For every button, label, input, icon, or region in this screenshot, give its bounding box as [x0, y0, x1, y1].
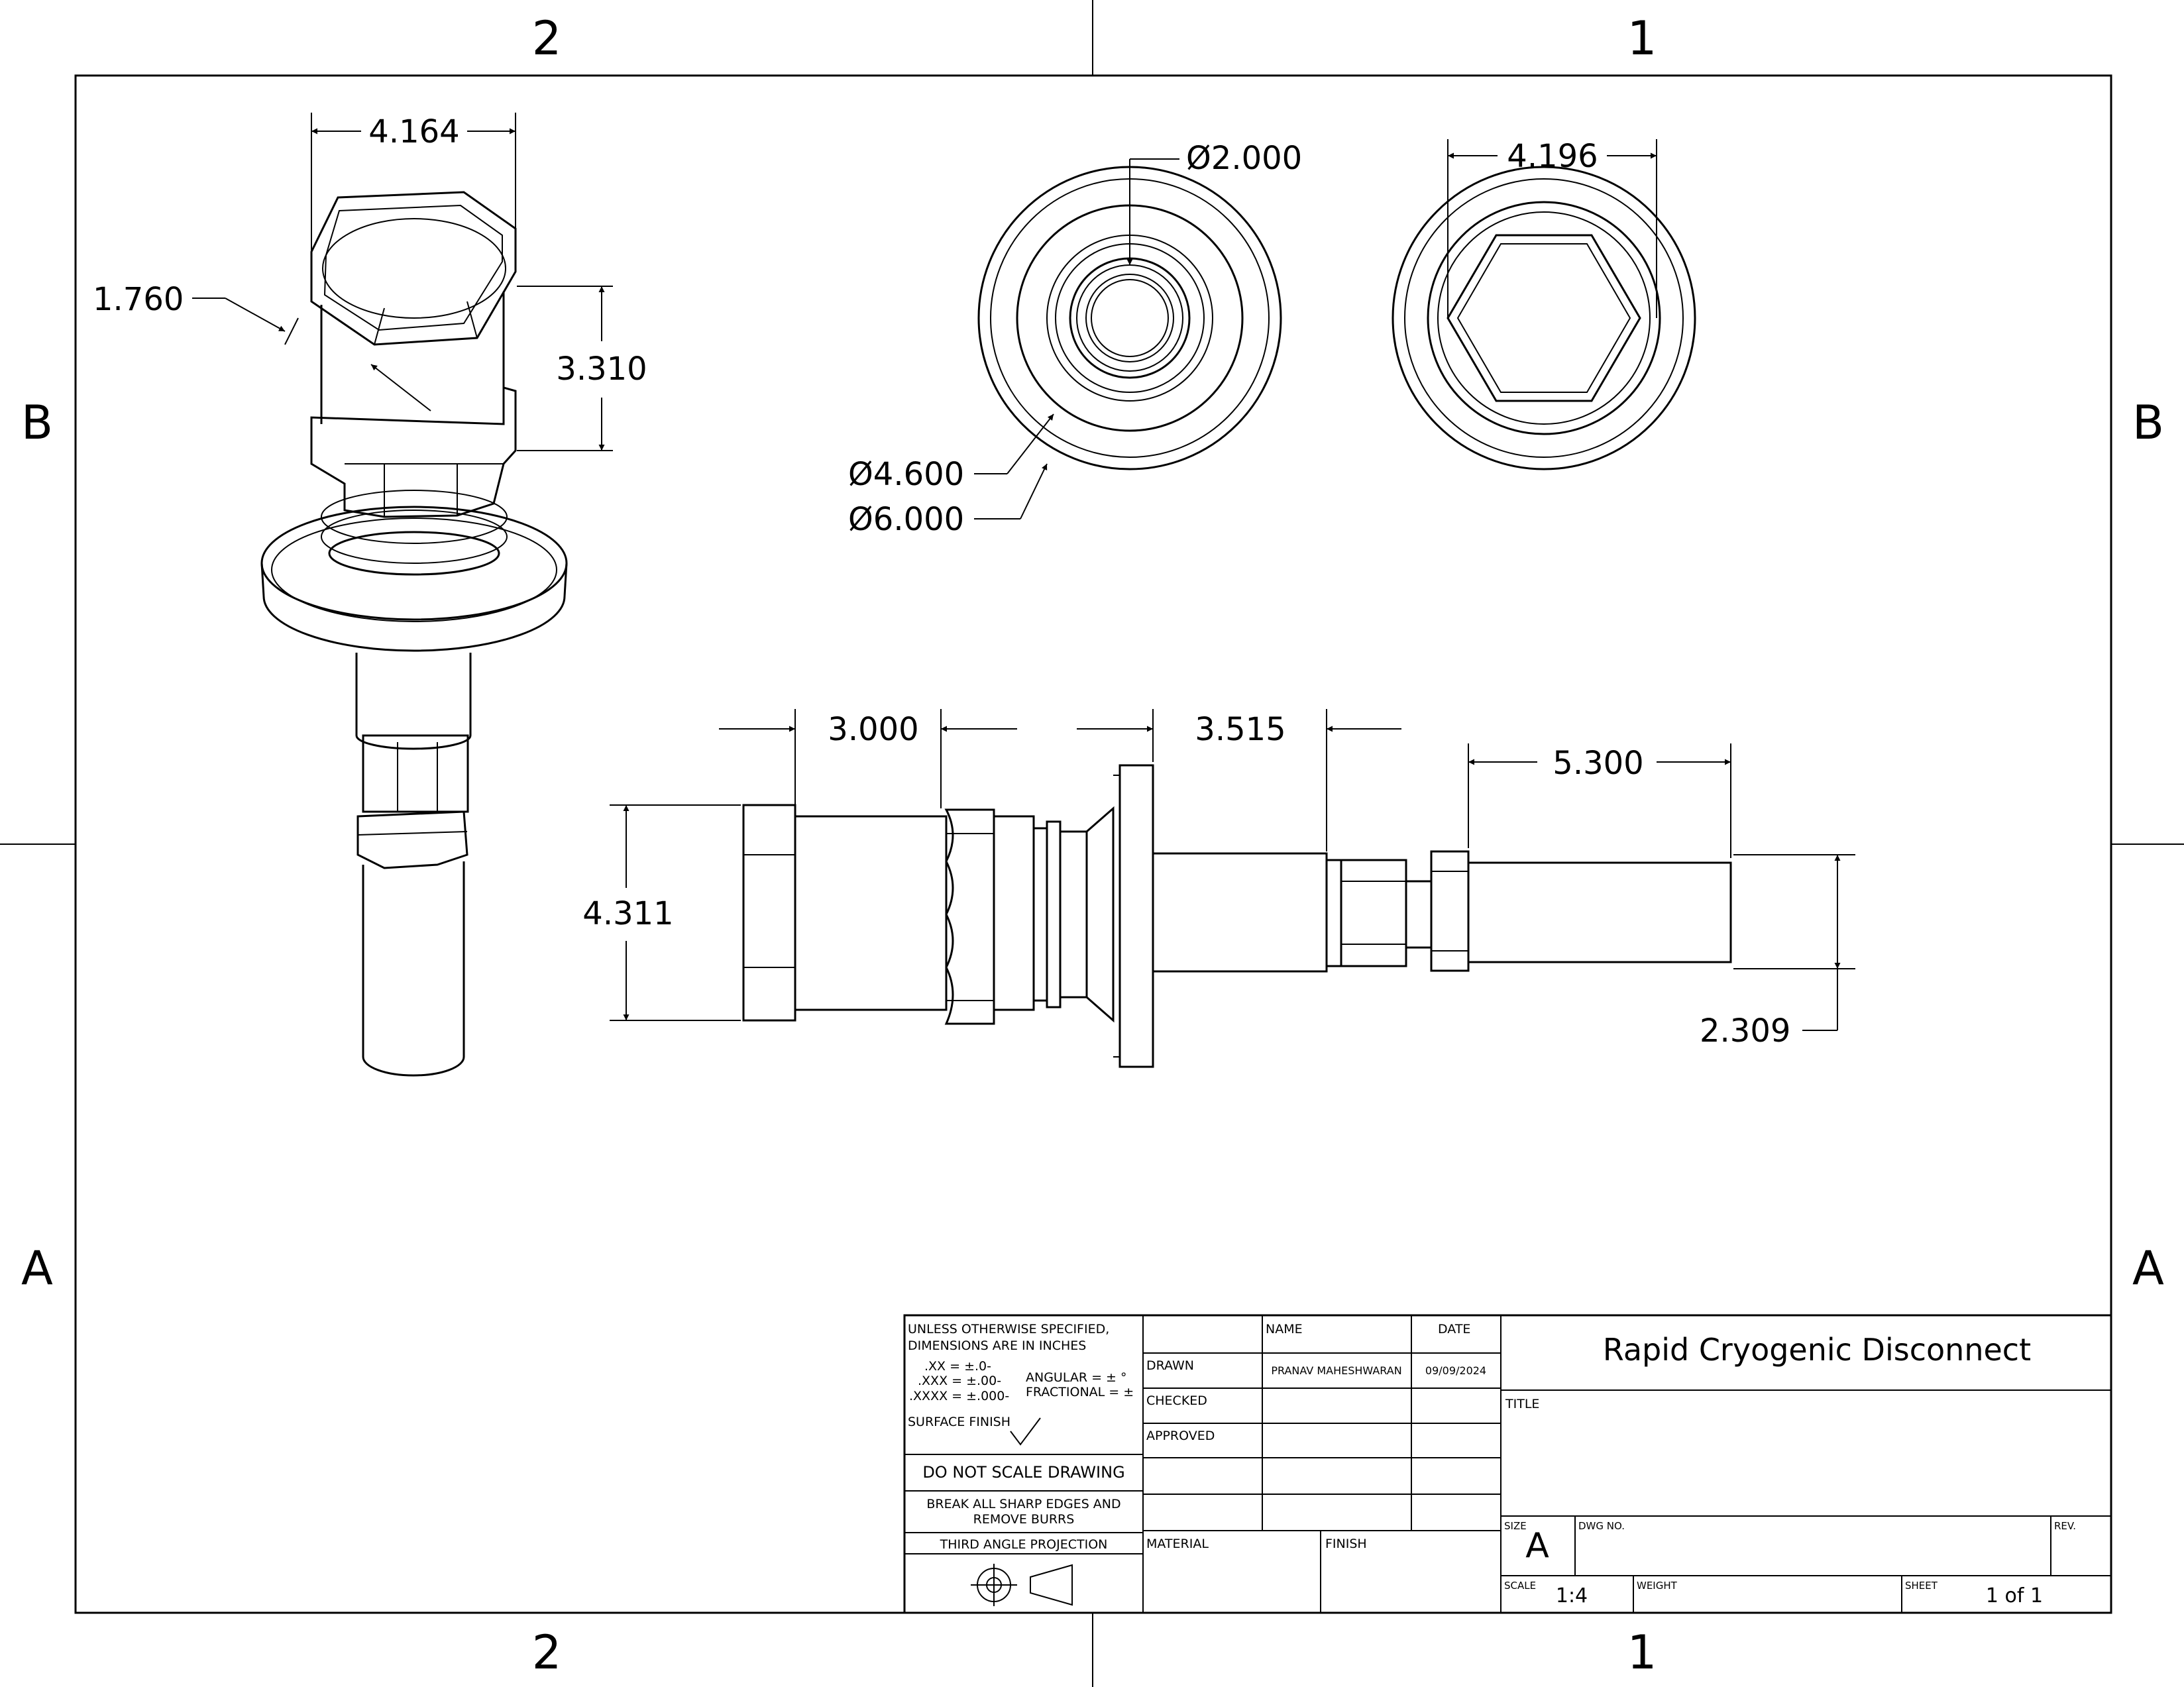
zone-label-left-a: A [21, 1241, 53, 1295]
size-value: A [1525, 1526, 1549, 1566]
dim-4196: 4.196 [1507, 138, 1598, 175]
col-date: DATE [1438, 1322, 1470, 1336]
dim-dia6000: Ø6.000 [848, 501, 964, 538]
end-view-dimensions: Ø2.000 Ø4.600 Ø6.000 [848, 140, 1302, 538]
dim-3310: 3.310 [556, 351, 647, 388]
tol-xxxx: .XXXX = ±.000- [909, 1389, 1009, 1403]
tol-angular: ANGULAR = ± ° [1026, 1370, 1127, 1385]
zone-label-top-1: 1 [1627, 11, 1657, 66]
third-angle-projection-icon [971, 1564, 1073, 1606]
zone-label-right-a: A [2132, 1241, 2164, 1295]
dim-1760: 1.760 [93, 281, 184, 318]
zone-label-bottom-2: 2 [532, 1625, 562, 1680]
zone-label-top-2: 2 [532, 11, 562, 66]
finish-label: FINISH [1325, 1537, 1367, 1551]
scale-label: SCALE [1504, 1580, 1536, 1592]
drawn-date: 09/09/2024 [1425, 1364, 1486, 1377]
dim-dia2000: Ø2.000 [1186, 140, 1302, 177]
title-label: TITLE [1505, 1397, 1539, 1411]
tol-xx: .XX = ±.0- [924, 1359, 991, 1374]
tolerance-note-1: UNLESS OTHERWISE SPECIFIED, [908, 1322, 1109, 1336]
zone-label-right-b: B [2132, 396, 2164, 450]
title-block: UNLESS OTHERWISE SPECIFIED, DIMENSIONS A… [903, 1314, 2112, 1614]
rear-view-dimensions: 4.196 [1447, 138, 1657, 318]
break-edges-2: REMOVE BURRS [973, 1512, 1075, 1527]
row-checked: CHECKED [1146, 1393, 1207, 1408]
dim-3000: 3.000 [828, 711, 918, 748]
zone-label-bottom-1: 1 [1627, 1625, 1657, 1680]
isometric-view [260, 191, 568, 1077]
surface-finish-label: SURFACE FINISH [908, 1415, 1010, 1429]
side-view-dimensions: 3.000 3.515 5.300 4.311 2.309 [582, 709, 1855, 1050]
projection-label: THIRD ANGLE PROJECTION [940, 1537, 1108, 1552]
col-name: NAME [1266, 1322, 1303, 1336]
break-edges-1: BREAK ALL SHARP EDGES AND [926, 1497, 1120, 1511]
tol-fractional: FRACTIONAL = ± [1026, 1385, 1134, 1399]
dim-3515: 3.515 [1195, 711, 1285, 748]
row-drawn: DRAWN [1146, 1358, 1194, 1373]
rear-view [1392, 166, 1696, 470]
row-approved: APPROVED [1146, 1429, 1215, 1443]
dim-dia4600: Ø4.600 [848, 456, 964, 493]
material-label: MATERIAL [1146, 1537, 1209, 1551]
drawn-name: PRANAV MAHESHWARAN [1271, 1364, 1401, 1377]
dwg-no-label: DWG NO. [1578, 1520, 1625, 1532]
iso-dimensions: 4.164 1.760 3.310 [93, 113, 647, 451]
drawing-title: Rapid Cryogenic Disconnect [1603, 1332, 2031, 1368]
tol-xxx: .XXX = ±.00- [918, 1374, 1001, 1388]
tolerance-note-2: DIMENSIONS ARE IN INCHES [908, 1338, 1086, 1353]
surface-finish-icon [1010, 1417, 1041, 1446]
rev-label: REV. [2054, 1520, 2076, 1532]
dim-4164: 4.164 [368, 113, 459, 150]
side-view [742, 764, 1732, 1068]
size-label: SIZE [1504, 1520, 1527, 1532]
dim-4311: 4.311 [582, 895, 673, 932]
zone-label-left-b: B [21, 396, 53, 450]
sheet-label: SHEET [1905, 1580, 1938, 1592]
scale-value: 1:4 [1556, 1584, 1588, 1607]
do-not-scale: DO NOT SCALE DRAWING [922, 1463, 1124, 1482]
dim-2309: 2.309 [1700, 1012, 1790, 1050]
sheet-value: 1 of 1 [1986, 1584, 2043, 1607]
dim-5300: 5.300 [1553, 745, 1643, 782]
weight-label: WEIGHT [1637, 1580, 1678, 1592]
